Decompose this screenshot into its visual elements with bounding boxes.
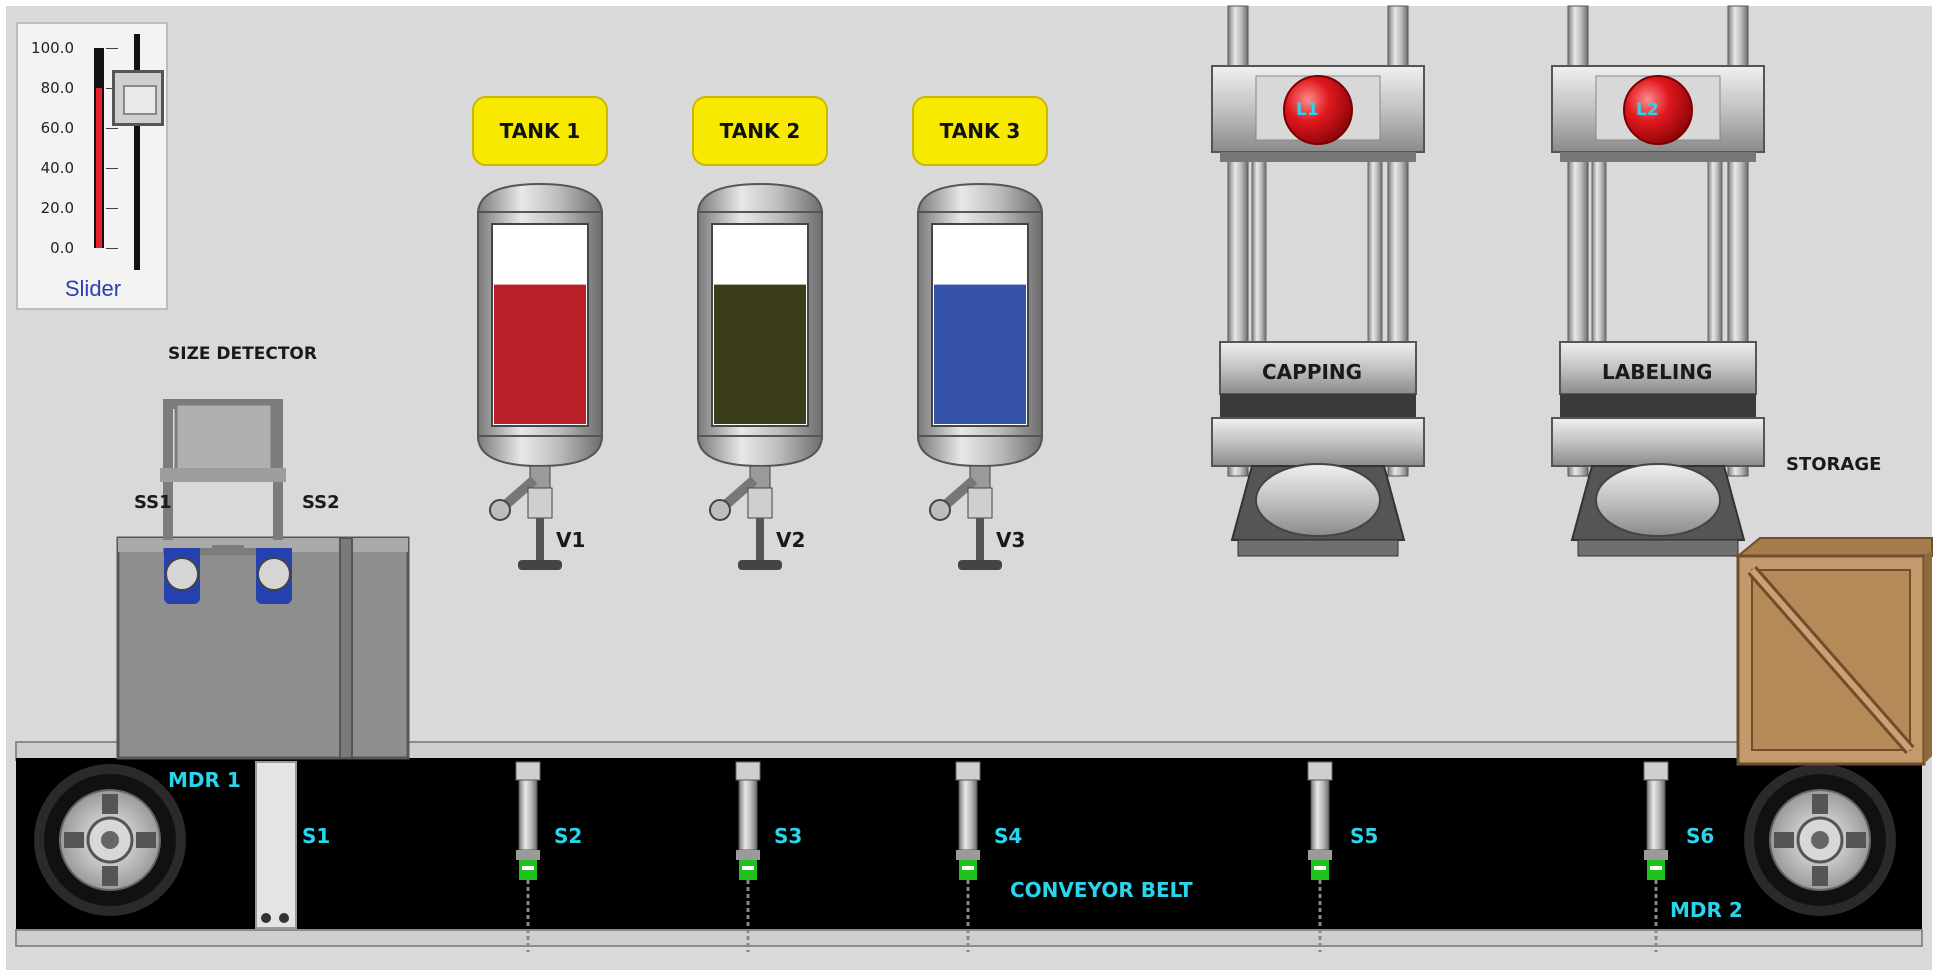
sensor-s3 — [735, 761, 761, 952]
sensor-ss2-label: SS2 — [302, 492, 340, 513]
tank-2 — [696, 182, 824, 570]
valve-v3-label: V3 — [996, 528, 1026, 552]
sensor-ss1-label: SS1 — [134, 492, 172, 513]
valve-v2-label: V2 — [776, 528, 806, 552]
slider-rail — [134, 34, 140, 270]
slider-tick-label: 40.0 — [40, 159, 74, 177]
conveyor — [15, 741, 1923, 947]
slider-caption: Slider — [64, 276, 122, 301]
slider-level-bar — [96, 88, 102, 248]
tank-1-tag: TANK 1 — [472, 96, 608, 166]
slider-tick-mark — [106, 48, 118, 49]
slider-tick-mark — [106, 248, 118, 249]
tank-3-tag: TANK 3 — [912, 96, 1048, 166]
tank-1-liquid — [494, 284, 586, 424]
slider-thumb[interactable] — [112, 70, 164, 126]
tanks — [476, 182, 1044, 570]
storage-box — [1735, 537, 1933, 766]
slider-tick-label: 0.0 — [50, 239, 74, 257]
sensor-s4 — [955, 761, 981, 952]
valve-v1-label: V1 — [556, 528, 586, 552]
sensor-s1-label: S1 — [302, 824, 331, 848]
conveyor-belt-label: CONVEYOR BELT — [1010, 878, 1193, 902]
storage-label: STORAGE — [1786, 454, 1882, 475]
slider-tick-mark — [106, 128, 118, 129]
sensor-ss1 — [152, 540, 212, 604]
mdr2-label: MDR 2 — [1670, 898, 1743, 922]
sensor-s1 — [255, 761, 297, 929]
sensor-ss2 — [244, 540, 304, 604]
sensor-s6-label: S6 — [1686, 824, 1715, 848]
lamp-l1-icon — [1283, 75, 1353, 145]
capping-label: CAPPING — [1262, 360, 1363, 384]
slider-tick-label: 60.0 — [40, 119, 74, 137]
size-detector — [116, 399, 410, 760]
sensor-s5 — [1307, 761, 1333, 952]
lamp-l2-label: L2 — [1636, 100, 1659, 120]
tank-3 — [916, 182, 1044, 570]
sensor-s4-label: S4 — [994, 824, 1023, 848]
tank-1 — [476, 182, 604, 570]
slider-tick-label: 100.0 — [31, 39, 74, 57]
sensor-s2-label: S2 — [554, 824, 583, 848]
stations — [1211, 5, 1765, 557]
proximity-sensors — [515, 761, 1669, 952]
size-detector-title: SIZE DETECTOR — [168, 344, 317, 364]
valve-v2 — [709, 465, 782, 570]
press-capping — [1211, 5, 1425, 557]
tank-2-tag: TANK 2 — [692, 96, 828, 166]
slider-tick-mark — [106, 208, 118, 209]
mdr1-label: MDR 1 — [168, 768, 241, 792]
sensor-s5-label: S5 — [1350, 824, 1379, 848]
sensor-s2 — [515, 761, 541, 952]
sensor-s6 — [1643, 761, 1669, 952]
slider-tick-label: 20.0 — [40, 199, 74, 217]
slider-tick-mark — [106, 168, 118, 169]
slider-tick-label: 80.0 — [40, 79, 74, 97]
press-labeling — [1551, 5, 1765, 557]
motor-roller-right — [1744, 764, 1896, 916]
slider-panel: 100.0 80.0 60.0 40.0 20.0 0.0 Slider — [16, 22, 168, 310]
lamp-l2-icon — [1623, 75, 1693, 145]
valve-v3 — [929, 465, 1002, 570]
valve-v1 — [489, 465, 562, 570]
labeling-label: LABELING — [1602, 360, 1713, 384]
lamp-l1-label: L1 — [1296, 100, 1319, 120]
tank-2-liquid — [714, 284, 806, 424]
tank-3-liquid — [934, 284, 1026, 424]
sensor-s3-label: S3 — [774, 824, 803, 848]
motor-roller-left — [34, 764, 186, 916]
